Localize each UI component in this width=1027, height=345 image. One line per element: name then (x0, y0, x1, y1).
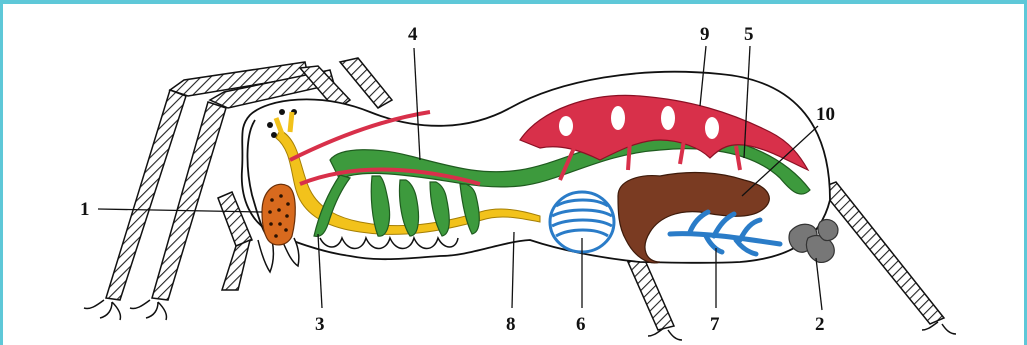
foot-1 (84, 300, 121, 320)
label-10: 10 (816, 104, 835, 125)
label-2: 2 (815, 314, 825, 335)
leg-right-1 (628, 258, 674, 330)
leg-left-4-lower (222, 240, 250, 290)
foot-4 (922, 322, 956, 334)
foot-2 (130, 300, 167, 320)
label-1: 1 (80, 199, 90, 220)
label-5: 5 (744, 24, 754, 45)
leg-feet (84, 300, 956, 340)
leader-2 (816, 258, 822, 310)
label-9: 9 (700, 24, 710, 45)
label-8: 8 (506, 314, 516, 335)
chelicera-fang-1 (258, 240, 273, 272)
label-7: 7 (710, 314, 720, 335)
label-6: 6 (576, 314, 586, 335)
label-4: 4 (408, 24, 418, 45)
venom-gland (262, 184, 295, 245)
label-3: 3 (315, 314, 325, 335)
foot-3 (648, 328, 682, 340)
leg-right-2 (820, 182, 944, 324)
